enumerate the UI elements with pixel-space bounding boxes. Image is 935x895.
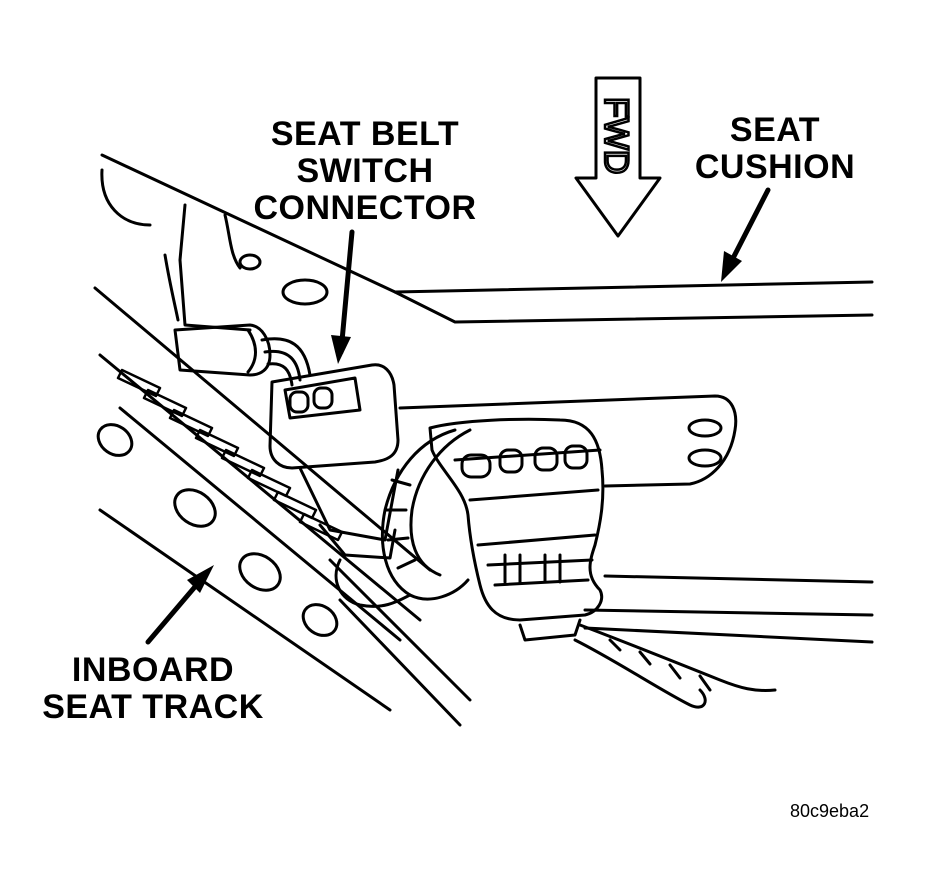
- seat-track-slots: [116, 368, 344, 542]
- seat-cushion-label: SEAT CUSHION: [685, 112, 865, 186]
- inboard-seat-track-label-line: INBOARD: [71, 651, 235, 689]
- wire-harness-left: [173, 323, 312, 387]
- fwd-arrow-shape: [574, 76, 662, 238]
- large-connector-body: [428, 417, 605, 642]
- arrowhead-switch-connector: [331, 335, 351, 364]
- seat-belt-switch-connector-label-line: SEAT BELT: [270, 115, 460, 153]
- wire-harness-right: [573, 623, 777, 709]
- leader-switch-connector: [338, 229, 355, 355]
- wrapped-harness-loop: [334, 428, 472, 608]
- inboard-seat-track-label: INBOARD SEAT TRACK: [28, 652, 278, 726]
- lower-frame-rails: [583, 574, 874, 644]
- seat-belt-switch-connector-body: [268, 363, 400, 560]
- seat-belt-switch-connector-label: SEAT BELT SWITCH CONNECTOR: [240, 116, 490, 227]
- seat-cushion-frame: [100, 153, 874, 332]
- seat-cushion-label-line: CUSHION: [694, 148, 856, 186]
- leader-seat-cushion: [725, 187, 771, 271]
- seat-cushion-label-line: SEAT: [729, 111, 821, 149]
- seat-belt-switch-connector-label-line: CONNECTOR: [253, 189, 477, 227]
- arrowhead-seat-cushion: [721, 251, 742, 282]
- inboard-seat-track-label-line: SEAT TRACK: [42, 688, 264, 726]
- arrowhead-seat-track: [187, 565, 214, 593]
- mounting-bracket: [398, 394, 738, 488]
- seat-belt-switch-connector-label-line: SWITCH: [296, 152, 434, 190]
- seat-track-holes: [96, 423, 339, 637]
- figure-id: 80c9eba2: [790, 801, 870, 821]
- fwd-arrow-label: FWD: [597, 97, 635, 174]
